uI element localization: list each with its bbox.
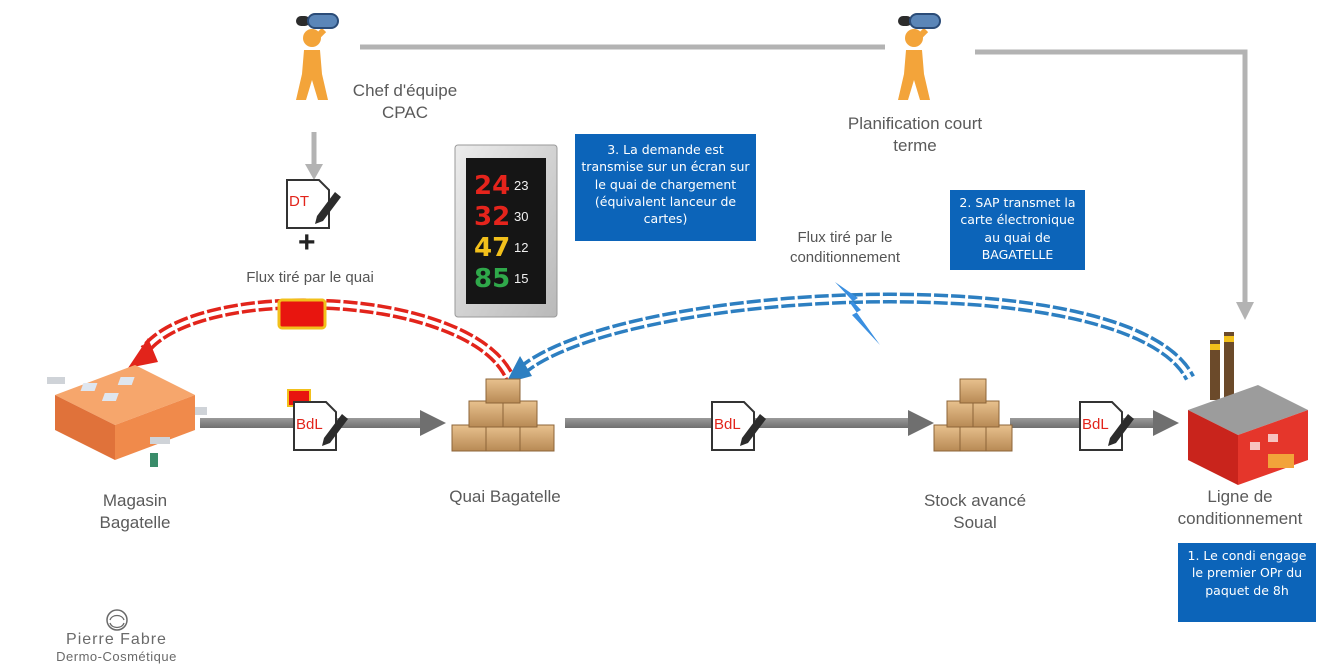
warehouse-icon bbox=[47, 365, 207, 467]
red-arrowhead bbox=[128, 338, 158, 368]
document-icon-dt bbox=[286, 179, 341, 229]
binocular-person-icon-planif bbox=[898, 13, 941, 100]
screen-row-big: 85 bbox=[474, 263, 511, 294]
screen-row: 47 12 bbox=[474, 232, 542, 263]
label-stock: Stock avancé Soual bbox=[923, 491, 1027, 533]
kanban-card-red bbox=[277, 298, 327, 330]
doc-label-bdl-3: BdL bbox=[1082, 416, 1109, 433]
lightning-icon bbox=[835, 282, 880, 345]
screen-row: 32 30 bbox=[474, 201, 542, 232]
label-flux-quai: Flux tiré par le quai bbox=[246, 269, 374, 286]
label-flux-cond: Flux tiré par le conditionnement bbox=[789, 229, 901, 266]
arrowhead-chef-down bbox=[305, 164, 323, 180]
red-dashed-arc bbox=[128, 297, 516, 381]
callout-1: 1. Le condi engage le premier OPr du paq… bbox=[1178, 543, 1316, 622]
doc-label-bdl-2: BdL bbox=[714, 416, 741, 433]
logo-sub: Dermo-Cosmétique bbox=[56, 649, 177, 664]
screen-row-small: 15 bbox=[514, 271, 529, 286]
label-chef: Chef d'équipe CPAC bbox=[352, 81, 458, 123]
logo-name: Pierre Fabre bbox=[66, 631, 167, 648]
document-icon-bdl-3 bbox=[1079, 401, 1134, 451]
callout-2: 2. SAP transmet la carte électronique au… bbox=[950, 190, 1085, 270]
arrowhead-ligne bbox=[1236, 302, 1254, 320]
binocular-person-icon-chef bbox=[296, 13, 339, 100]
label-quai: Quai Bagatelle bbox=[449, 487, 561, 506]
doc-label-bdl-1: BdL bbox=[296, 416, 323, 433]
document-icon-bdl-2 bbox=[711, 401, 766, 451]
factory-icon bbox=[1188, 332, 1308, 485]
blue-dashed-arc bbox=[506, 282, 1196, 383]
logo: Pierre Fabre Dermo-Cosmétique bbox=[34, 605, 199, 664]
pierre-fabre-logo-icon bbox=[106, 609, 128, 631]
screen-row: 24 23 bbox=[474, 170, 542, 201]
screen-row-small: 12 bbox=[514, 240, 529, 255]
plus-sign: + bbox=[298, 226, 316, 259]
line-planif-to-ligne bbox=[975, 49, 1248, 305]
screen-row-small: 30 bbox=[514, 209, 529, 224]
screen-rows: 24 23 32 30 47 12 85 15 bbox=[474, 170, 542, 294]
doc-label-dt: DT bbox=[289, 193, 309, 210]
screen-row: 85 15 bbox=[474, 263, 542, 294]
screen-row-small: 23 bbox=[514, 178, 529, 193]
label-ligne: Ligne de conditionnement bbox=[1177, 487, 1303, 529]
screen-row-big: 24 bbox=[474, 170, 511, 201]
document-icon-bdl-1 bbox=[287, 389, 348, 451]
feedback-lines bbox=[305, 44, 1254, 320]
boxes-icon-stock bbox=[933, 378, 1013, 452]
display-screen bbox=[454, 144, 558, 318]
boxes-icon-quai bbox=[451, 378, 555, 452]
screen-row-big: 47 bbox=[474, 232, 511, 263]
screen-row-big: 32 bbox=[474, 201, 511, 232]
label-magasin: Magasin Bagatelle bbox=[99, 491, 171, 533]
main-flow-arrows bbox=[200, 410, 1179, 436]
blue-arrowhead bbox=[506, 356, 532, 383]
callout-3: 3. La demande est transmise sur un écran… bbox=[575, 134, 756, 241]
label-planif: Planification court terme bbox=[847, 114, 983, 156]
